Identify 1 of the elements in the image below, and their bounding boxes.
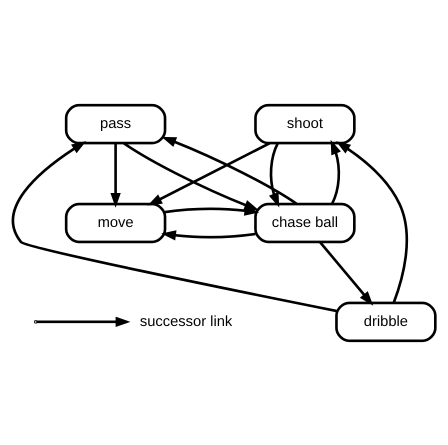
legend-label: successor link bbox=[140, 313, 232, 330]
